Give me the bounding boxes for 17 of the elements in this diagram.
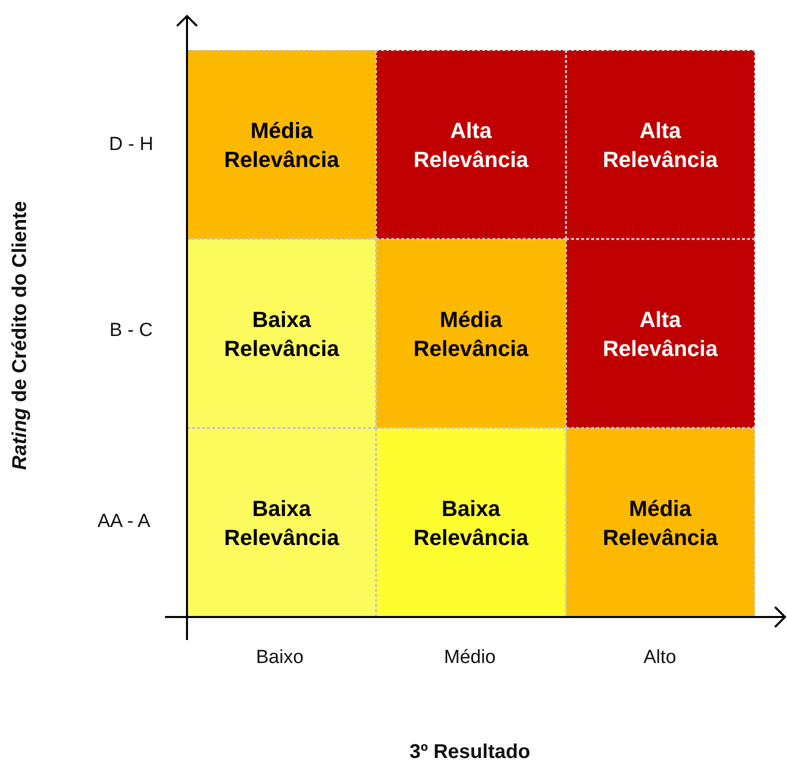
matrix-cell: Alta Relevância [376, 50, 566, 239]
matrix-cell: Alta Relevância [566, 239, 755, 428]
matrix-cell: Alta Relevância [566, 50, 755, 239]
matrix-cell: Baixa Relevância [376, 428, 566, 617]
axis-tick-label: D - H [109, 134, 154, 156]
axis-tick-label: Baixo [256, 647, 304, 669]
matrix-cell: Média Relevância [566, 428, 755, 617]
matrix-cell: Baixa Relevância [187, 428, 376, 617]
axis-tick-label: Médio [444, 647, 496, 669]
matrix-cell: Baixa Relevância [187, 239, 376, 428]
matrix-cell: Média Relevância [376, 239, 566, 428]
matrix-cell: Média Relevância [187, 50, 376, 239]
axis-tick-label: B - C [110, 320, 153, 342]
axis-tick-label: Alto [644, 647, 676, 669]
axis-title: Rating de Crédito do Cliente [8, 200, 32, 470]
axis-title: 3º Resultado [410, 740, 530, 764]
axis-tick-label: AA - A [98, 511, 150, 533]
